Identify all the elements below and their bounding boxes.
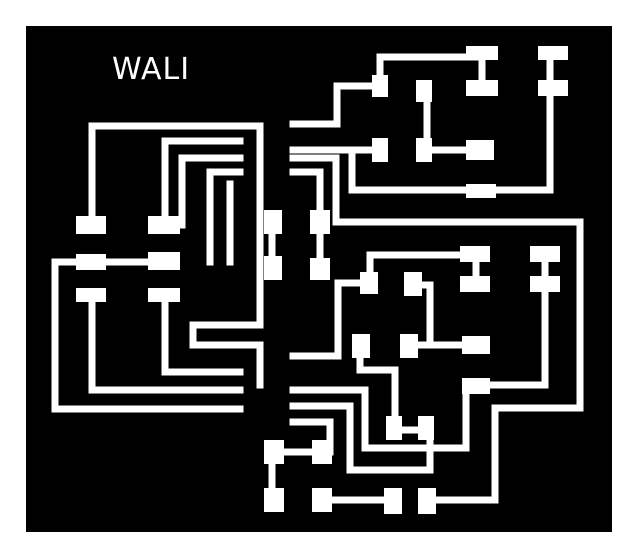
pad [404,272,422,296]
pad [462,378,490,394]
pad [460,246,490,262]
pad [466,46,498,60]
pad [264,256,282,280]
pad [264,488,284,512]
pad [466,140,494,160]
trace [161,291,244,376]
pad [460,276,490,292]
pad [360,272,378,294]
trace [289,279,374,360]
pad [312,440,332,464]
pad [386,416,402,440]
pad [466,80,498,96]
pad [148,252,180,270]
pad [466,184,496,198]
pad [384,488,402,514]
pad [312,488,332,512]
pad [148,216,180,234]
pad [76,288,106,302]
pad [530,276,560,292]
board-label: WALI [112,52,191,87]
trace [88,122,264,389]
pad [418,416,434,440]
trace [480,86,554,194]
pad [416,138,432,162]
pad [264,440,284,464]
trace [178,154,244,229]
pad [148,288,180,302]
pad [372,75,388,97]
pad [538,80,568,96]
trace [348,146,488,194]
pad [530,246,560,262]
pad [264,210,282,234]
trace [289,154,584,504]
pad [538,46,568,60]
trace [289,168,324,226]
pad [76,254,106,270]
pads [76,46,568,514]
pad [310,258,330,280]
trace [88,291,244,394]
trace [366,251,480,287]
trace [206,168,244,266]
trace [472,279,549,389]
pad [400,334,418,358]
pad [310,210,330,234]
pad [76,216,106,234]
pad [462,336,490,354]
pad [418,488,436,514]
trace [51,258,244,413]
pad [372,138,388,162]
trace [161,137,244,229]
pad [352,334,370,358]
pad [416,80,432,102]
trace [289,402,434,474]
